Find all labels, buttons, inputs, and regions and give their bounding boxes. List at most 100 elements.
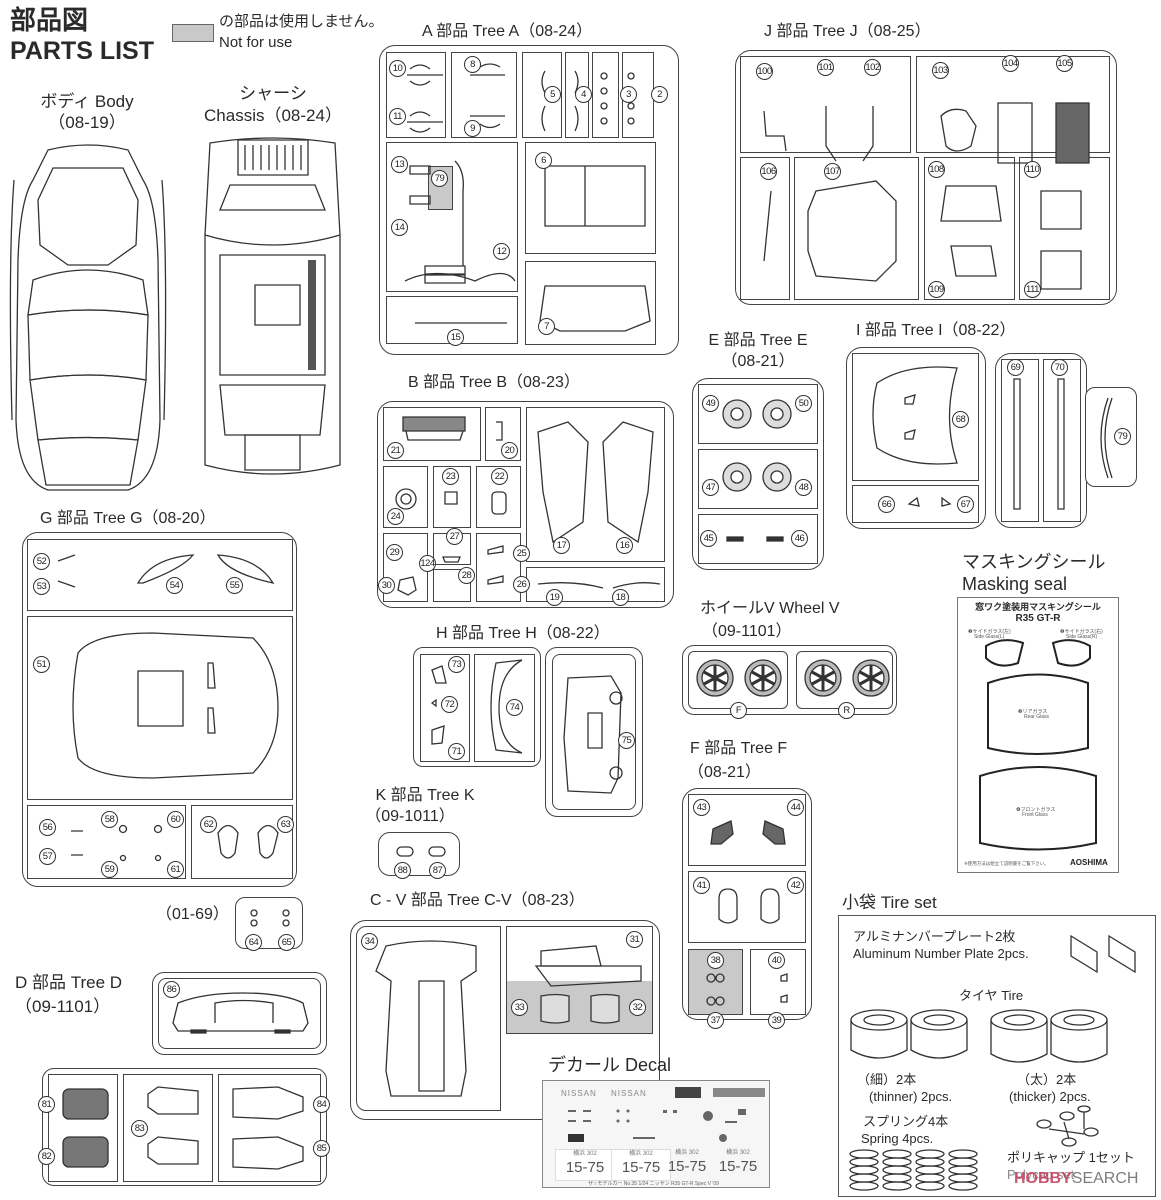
part-number: 50 [795, 395, 812, 412]
watermark-brand: HOBBY [1014, 1170, 1072, 1187]
polycap-en: Polycap set [1007, 1167, 1075, 1182]
part-number: F [730, 702, 747, 719]
part-number: 63 [277, 816, 294, 833]
tree-d-frame-seats: 81 82 83 84 85 [38, 1068, 330, 1187]
tree-g-cell [27, 539, 293, 611]
wheel-v-wheels [683, 646, 898, 716]
part-number: 105 [1056, 55, 1073, 72]
tree-d-cell [218, 1074, 321, 1182]
tireset-title: 小袋 Tire set [842, 893, 937, 912]
masking-shapes [958, 598, 1120, 874]
tree-b-cell [526, 407, 665, 562]
tree-d-front-bumper [153, 973, 328, 1056]
plate-number: 15-75 [718, 1158, 758, 1175]
body-label: ボディ Body [40, 92, 134, 111]
part-number: 111 [1024, 281, 1041, 298]
part-number: 23 [442, 468, 459, 485]
spring-jp: スプリング4本 [863, 1114, 949, 1129]
part-number: 39 [768, 1012, 785, 1029]
part-number: 75 [618, 732, 635, 749]
part-number: 56 [39, 819, 56, 836]
part-number: 72 [441, 696, 458, 713]
part-number: 106 [760, 163, 777, 180]
tree-i-frame-side: 79 [1085, 387, 1137, 487]
part-number: 61 [167, 861, 184, 878]
part-number: 59 [101, 861, 118, 878]
tree-i-frame-strips: 69 70 [995, 353, 1087, 528]
masking-title-en: Masking seal [962, 574, 1068, 594]
tree-k-title: K 部品 Tree K [375, 787, 475, 804]
decal-strip [713, 1088, 765, 1097]
part-number: 64 [245, 934, 262, 951]
tree-g-sub-code: （01-69） [156, 906, 229, 923]
tree-cv-parts-drawing [351, 921, 661, 1121]
part-number: 55 [226, 577, 243, 594]
part-number: 71 [448, 743, 465, 760]
masking-side-r-jp: ❷サイドガラス(右) [1060, 629, 1103, 635]
polycap-icon [1029, 1104, 1119, 1154]
part-number: 107 [824, 163, 841, 180]
part-number: 13 [391, 156, 408, 173]
part-number: 14 [391, 219, 408, 236]
tree-f-frame: 43 44 41 42 38 37 40 39 [682, 788, 812, 1029]
plate-number: 15-75 [565, 1159, 605, 1176]
decal-small-marks [553, 1106, 763, 1146]
tree-b-cell [433, 466, 471, 528]
part-number: 42 [787, 877, 804, 894]
tree-i-frame: 68 66 67 [846, 347, 986, 529]
tree-d-seats [43, 1069, 328, 1187]
tree-j-title: J 部品 Tree J（08-25） [764, 23, 931, 40]
part-number: 109 [928, 281, 945, 298]
tree-d-cell [158, 978, 321, 1049]
part-number: 9 [464, 120, 481, 137]
part-number: 16 [616, 537, 633, 554]
part-number: 27 [446, 528, 463, 545]
tree-j-parts-drawing [736, 51, 1118, 306]
part-number: 79 [431, 170, 448, 187]
part-number: 84 [313, 1096, 330, 1113]
part-number: 21 [387, 442, 404, 459]
part-number: 100 [756, 63, 773, 80]
tree-b-cell [476, 533, 521, 602]
part-number: 51 [33, 656, 50, 673]
part-number: 103 [932, 62, 949, 79]
part-number: 2 [651, 86, 668, 103]
tree-d-frame-bumper: 86 [152, 972, 327, 1055]
part-number: 40 [768, 952, 785, 969]
tree-b-parts-drawing [378, 402, 675, 609]
decal-nissan-logo: NISSAN [611, 1089, 647, 1098]
tree-h-rear-bumper [546, 648, 644, 818]
part-number: 53 [33, 578, 50, 595]
tree-f-code: （08-21） [688, 764, 761, 781]
tires-icon [847, 1008, 1147, 1070]
tree-g-cell [27, 616, 293, 800]
part-number: 70 [1051, 359, 1068, 376]
part-number: 79 [1114, 428, 1131, 445]
tree-e-code: （08-21） [721, 353, 795, 370]
tire-thin-en: (thinner) 2pcs. [869, 1089, 953, 1104]
decal-nissan-logo: NISSAN [561, 1089, 597, 1098]
part-number: 41 [693, 877, 710, 894]
tree-j-cell [794, 157, 919, 300]
tree-b-frame: 21 20 24 23 22 29 124 30 27 28 25 26 17 … [377, 401, 674, 608]
part-number: 24 [387, 508, 404, 525]
tree-d-title: D 部品 Tree D [15, 973, 123, 992]
tree-h-frame: 73 72 71 74 [413, 647, 541, 767]
tree-d-code: （09-1101） [15, 997, 111, 1016]
tree-a-cell [451, 52, 517, 138]
tree-g-parts-drawing [23, 533, 298, 888]
masking-title-jp: マスキングシール [962, 552, 1106, 572]
part-number: 29 [386, 544, 403, 561]
part-number: 19 [546, 589, 563, 606]
part-number: 74 [506, 699, 523, 716]
number-plate-icon [1069, 934, 1149, 976]
chassis-label-en: Chassis（08-24） [204, 106, 342, 125]
part-number: 38 [707, 952, 724, 969]
part-number: 30 [378, 577, 395, 594]
masking-rear-jp: ❸リアガラス [1018, 709, 1048, 715]
tree-k-frame: 88 87 [378, 832, 460, 879]
tree-e-brake-discs [693, 379, 825, 571]
part-number: 110 [1024, 161, 1041, 178]
